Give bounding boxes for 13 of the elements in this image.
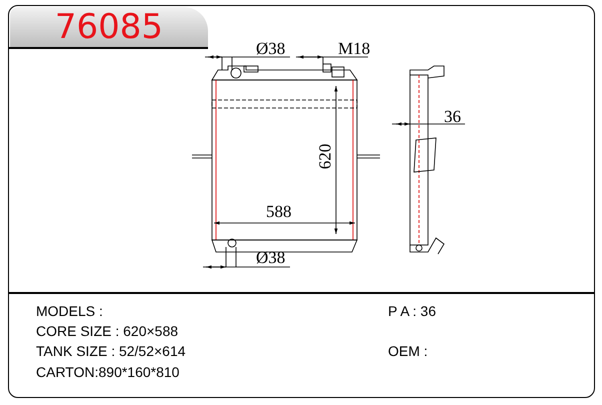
spec-text: MODELS :	[36, 304, 103, 318]
spec-text: CARTON:890*160*810	[36, 365, 180, 379]
spec-text: OEM :	[388, 344, 428, 358]
dimension-label: M18	[338, 40, 370, 57]
dimension-label: 620	[316, 144, 334, 170]
spec-text: P A : 36	[388, 304, 436, 318]
dimension-label: 588	[266, 203, 292, 220]
dimension-label: 36	[444, 108, 461, 125]
spec-text: CORE SIZE : 620×588	[36, 324, 178, 338]
part-number-tab: 76085	[10, 7, 208, 47]
dimension-label: Ø38	[256, 40, 286, 57]
dimension-label: Ø38	[256, 249, 286, 266]
spec-text: TANK SIZE : 52/52×614	[36, 344, 186, 358]
